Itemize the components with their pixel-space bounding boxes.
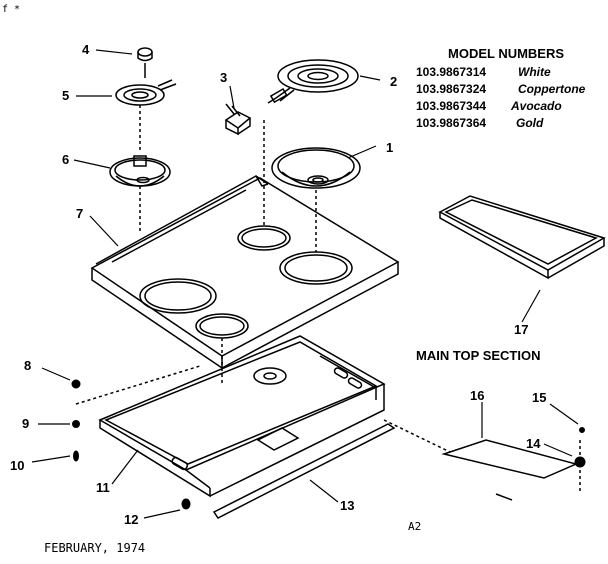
callout-11: 11: [96, 480, 110, 495]
model-number: 103.9867344: [416, 99, 486, 113]
top-cover: [438, 195, 606, 280]
model-color: Avocado: [510, 99, 562, 113]
callout-7: 7: [76, 206, 83, 221]
terminal-block: [224, 103, 252, 136]
cooktop-body: [75, 335, 581, 519]
model-number: 103.9867364: [416, 116, 486, 130]
callout-5: 5: [62, 88, 69, 103]
callout-13: 13: [340, 498, 354, 513]
callout-1: 1: [386, 140, 393, 155]
header-mark: f *: [2, 4, 20, 15]
model-number: 103.9867314: [416, 65, 486, 79]
surface-element-small: [115, 79, 177, 150]
callout-17: 17: [514, 322, 528, 337]
model-color: Coppertone: [518, 82, 586, 96]
callout-8: 8: [24, 358, 31, 373]
callout-12: 12: [124, 512, 138, 527]
page-ref: A2: [408, 520, 421, 533]
screw: [71, 379, 81, 389]
callout-3: 3: [220, 70, 227, 85]
fasteners: [71, 379, 586, 510]
callout-14: 14: [526, 436, 541, 451]
callout-9: 9: [22, 416, 29, 431]
model-color: White: [518, 65, 551, 79]
callout-2: 2: [390, 74, 397, 89]
pin: [579, 427, 585, 433]
model-color: Gold: [516, 116, 544, 130]
model-number: 103.9867324: [416, 82, 486, 96]
callout-6: 6: [62, 152, 69, 167]
element-cap: [137, 47, 153, 78]
model-numbers: MODEL NUMBERS 103.9867314 White 103.9867…: [416, 46, 586, 130]
model-numbers-heading: MODEL NUMBERS: [448, 46, 564, 61]
leader-lines: [31, 49, 579, 519]
drip-pan-small: [109, 155, 171, 232]
callout-4: 4: [82, 42, 90, 57]
callout-15: 15: [532, 390, 546, 405]
callout-16: 16: [470, 388, 484, 403]
main-top: [90, 120, 400, 370]
nut: [72, 420, 80, 428]
spring-clip: [181, 498, 191, 510]
section-title: MAIN TOP SECTION: [416, 348, 540, 363]
washer: [574, 456, 586, 468]
callouts: 1 2 3 4 5 6 7 8 9 10 11 12 13 14 15 16 1…: [10, 42, 546, 527]
surface-element-large: [267, 59, 359, 104]
callout-10: 10: [10, 458, 24, 473]
diagram-date: FEBRUARY, 1974: [44, 541, 145, 555]
drip-pan-large: [271, 147, 361, 189]
bolt: [73, 450, 79, 462]
